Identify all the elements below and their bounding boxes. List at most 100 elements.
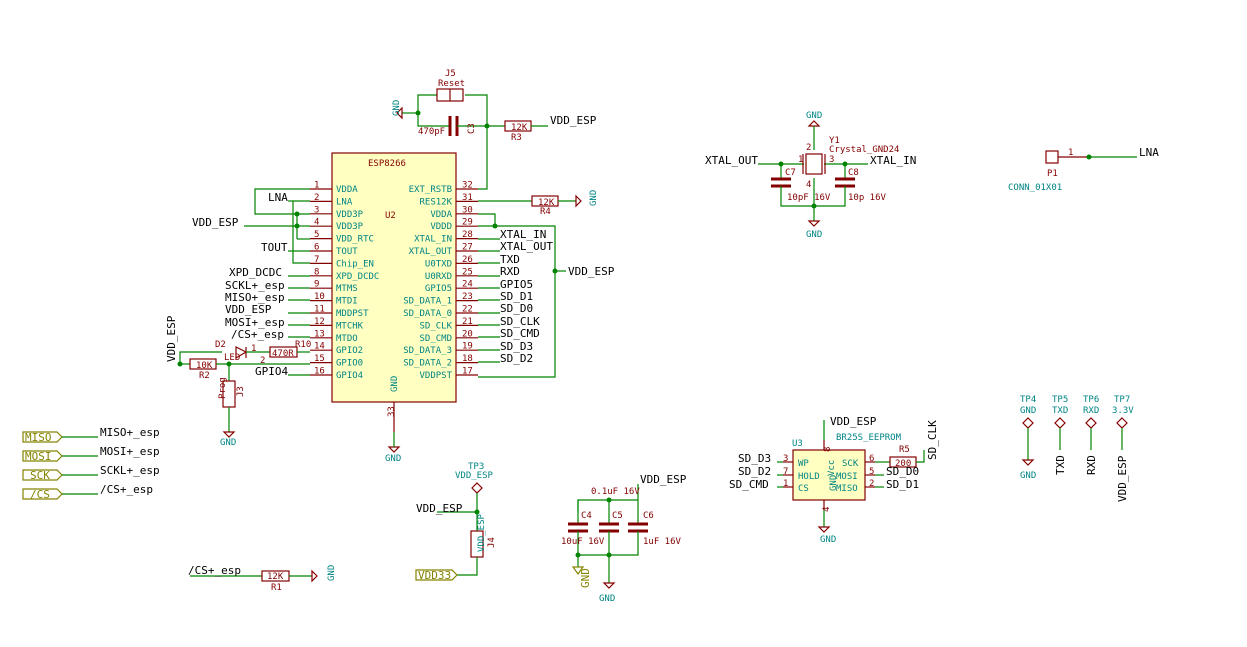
r3-ref: R3 [511,133,522,143]
hier-net-miso: MISO+_esp [100,426,160,439]
hier-net-sck: SCKL+_esp [100,464,160,477]
u2-pin-name-13: MTDO [336,334,358,344]
p1-ref: P1 [1047,169,1058,179]
hier-mosi[interactable]: MOSI [25,450,52,463]
u2-pin-num-23: 23 [462,292,473,302]
net-xpd-dcdc: XPD_DCDC [229,266,282,279]
c3-value: 470pF [418,127,445,137]
r10-ref: R10 [295,340,311,350]
u2-pin-name-25: U0RXD [425,272,452,282]
u3-value: BR25S_EEPROM [836,433,902,443]
j4-ref: J4 [487,537,497,548]
tp3-ref: TP3 [468,462,484,472]
net-vdd-esp-left: VDD_ESP [192,216,239,229]
c8-ref: C8 [848,168,859,178]
u2-pin-num-15: 15 [314,354,325,364]
u2-pin-name-21: SD_CLK [419,321,452,331]
c4-ref: C4 [581,511,592,521]
decoupling-caps[interactable] [568,484,648,589]
u2-pin-name-27: XTAL_OUT [409,247,453,257]
tp3-value: VDD_ESP [455,471,494,481]
tp6-ref: TP6 [1083,395,1099,405]
u2-pin-num-13: 13 [314,329,325,339]
j3-value: Prog [218,377,228,399]
u3-pin6: 6 [869,454,874,464]
net-vdd-esp-led: VDD_ESP [165,315,178,362]
u2-pin-name-8: XPD_DCDC [336,272,379,282]
u2-pin-num-8: 8 [314,267,319,277]
u2-pin-name-1: VDDA [336,185,358,195]
testpoints[interactable] [1021,417,1128,466]
gnd-u2: GND [385,454,401,464]
u2-pin-num-31: 31 [462,193,473,203]
esp8266-chip[interactable]: ESP8266 U2 VDDA1LNA2VDD3P3VDD3P4VDD_RTC5… [310,152,478,432]
u3-pin1: 1 [783,479,788,489]
u2-pin-num-12: 12 [314,317,325,327]
net-txd-tp5: TXD [1054,455,1067,475]
u2-pin-num-22: 22 [462,305,473,315]
u2-pin-num-14: 14 [314,342,325,352]
u3-pin2: 2 [869,479,874,489]
c4-value: 10uF 16V [561,537,605,547]
u2-pin-name-5: VDD_RTC [336,235,374,245]
net-rxd: RXD [500,265,520,278]
u2-pin-name-29: VDDD [430,222,452,232]
c3-ref: C3 [467,123,477,134]
gnd-crystal-top: GND [806,111,822,121]
r4-value: 12K [538,198,555,208]
r4-resistor[interactable] [531,194,582,208]
hier-vdd33[interactable]: VDD33 [418,569,451,582]
reset-circuit[interactable] [396,88,548,136]
u2-pin-num-18: 18 [462,354,473,364]
r1-resistor[interactable] [190,569,318,583]
gnd-reset: GND [392,100,402,116]
c7-ref: C7 [785,168,796,178]
y1-ref: Y1 [829,136,840,146]
crystal-circuit[interactable] [758,120,868,227]
u2-pin-num-25: 25 [462,267,473,277]
u3-gnd-pin: GND [829,475,839,491]
u2-pin-name-9: MTMS [336,284,358,294]
u2-pin-name-3: VDD3P [336,210,364,220]
gnd-r1: GND [327,565,337,581]
u3-pin7: 7 [783,467,788,477]
hier-cs[interactable]: /CS [30,488,50,501]
u2-pin-num-16: 16 [314,367,325,377]
tp3-j4[interactable] [415,482,484,581]
u2-pin-name-14: GPIO2 [336,346,363,356]
c8-value: 10p 16V [848,193,887,203]
hier-miso[interactable]: MISO [25,431,52,444]
u2-pin-name-30: VDDA [430,210,452,220]
r2-value: 10K [196,361,213,371]
net-sd-clk: SD_CLK [500,315,540,328]
u3-sck: SCK [842,459,859,469]
u2-pin-name-11: MDDPST [336,309,369,319]
gnd-hier-decoupling[interactable]: GND [579,568,592,588]
hier-net-cs: /CS+_esp [100,483,153,496]
eeprom-u3[interactable] [777,420,925,533]
u2-pin-num-6: 6 [314,243,319,253]
net-lna-antenna: LNA [1139,146,1159,159]
gnd-tp4: GND [1020,471,1036,481]
hier-net-mosi: MOSI+_esp [100,445,160,458]
led-prog-circuit[interactable] [177,346,311,438]
u2-pin-name-32: EXT_RSTB [409,185,452,195]
u3-pin8: 8 [823,447,833,452]
tp5-ref: TP5 [1052,395,1068,405]
p1-pin: 1 [1068,148,1073,158]
u2-pin-num-1: 1 [314,181,319,191]
p1-value: CONN_01X01 [1008,183,1062,193]
hier-sck[interactable]: SCK [30,469,50,482]
u2-pin-num-3: 3 [314,205,319,215]
u2-pin-name-22: SD_DATA_0 [403,309,452,319]
u2-pin-name-23: SD_DATA_1 [403,297,452,307]
net-sckl-esp: SCKL+_esp [225,279,285,292]
u2-ref: U2 [385,211,396,221]
r5-value: 200 [895,459,911,469]
net-sd-d1: SD_D1 [500,290,533,303]
u2-pin-num-24: 24 [462,280,473,290]
u2-pin-name-19: SD_DATA_3 [403,346,452,356]
net-vdd-esp-reset: VDD_ESP [550,114,597,127]
net-sd-d3-eeprom: SD_D3 [738,452,771,465]
antenna-connector[interactable] [1045,150,1137,164]
